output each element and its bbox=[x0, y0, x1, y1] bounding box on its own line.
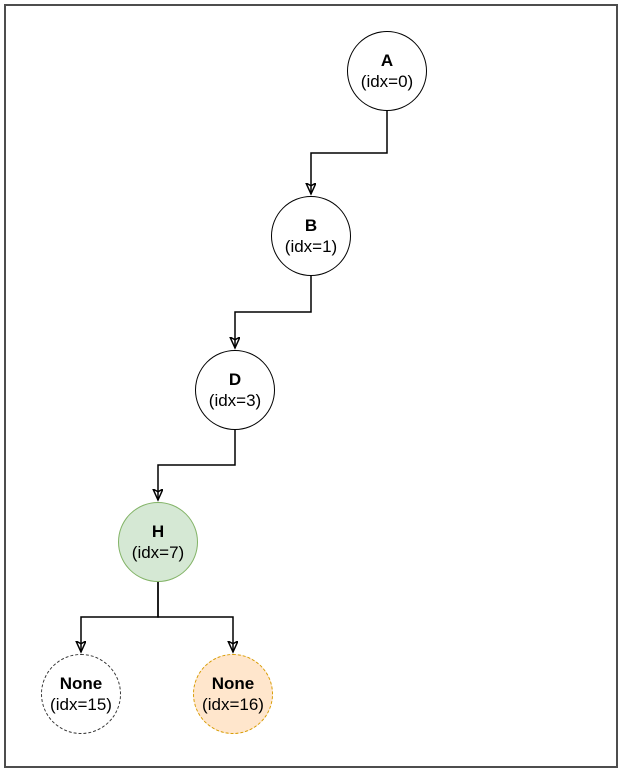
edge-b-d bbox=[235, 276, 312, 348]
node-b: B (idx=1) bbox=[271, 196, 351, 276]
node-none-15: None (idx=15) bbox=[41, 654, 121, 734]
edge-h-none15 bbox=[81, 582, 159, 652]
edge-a-b bbox=[311, 111, 388, 194]
edge-d-h bbox=[158, 430, 236, 500]
node-label: A bbox=[380, 51, 394, 70]
node-label: D bbox=[228, 370, 242, 389]
node-index: (idx=7) bbox=[131, 543, 185, 562]
node-label: H bbox=[151, 522, 165, 541]
node-d: D (idx=3) bbox=[195, 350, 275, 430]
node-index: (idx=16) bbox=[202, 695, 264, 714]
node-label: None bbox=[211, 674, 255, 693]
node-label: None bbox=[59, 674, 103, 693]
node-index: (idx=15) bbox=[50, 695, 112, 714]
edge-h-none16 bbox=[157, 582, 233, 652]
node-a: A (idx=0) bbox=[347, 31, 427, 111]
node-index: (idx=3) bbox=[208, 391, 262, 410]
node-index: (idx=0) bbox=[360, 72, 414, 91]
node-index: (idx=1) bbox=[284, 237, 338, 256]
node-none-16-highlighted: None (idx=16) bbox=[193, 654, 273, 734]
node-h-highlighted: H (idx=7) bbox=[118, 502, 198, 582]
node-label: B bbox=[304, 216, 318, 235]
